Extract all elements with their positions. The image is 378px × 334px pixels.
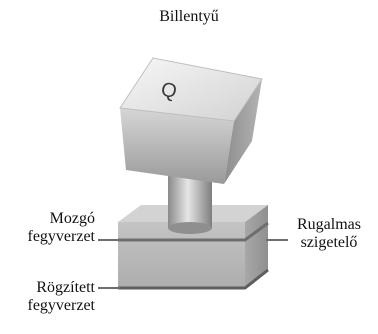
insulator-label-line1: Rugalmas — [297, 216, 361, 233]
insulator-label-line2: szigetelő — [300, 234, 358, 251]
moving-plate-label-line1: Mozgó — [49, 210, 95, 227]
moving-plate-line — [118, 221, 269, 242]
key-letter: Q — [159, 78, 179, 103]
keycap-front — [120, 108, 234, 184]
insulator-label: Rugalmas szigetelő — [284, 216, 374, 252]
fixed-plate-label: Rögzített fegyverzet — [0, 279, 95, 315]
stem-bottom — [168, 222, 212, 234]
keycap: Q — [119, 57, 263, 184]
keycap-side — [224, 79, 262, 184]
moving-plate-label: Mozgó fegyverzet — [0, 210, 95, 246]
fixed-plate-label-line2: fegyverzet — [27, 297, 95, 314]
moving-plate-label-line2: fegyverzet — [27, 228, 95, 245]
fixed-plate-label-line1: Rögzített — [36, 279, 95, 296]
key-label: Billentyű — [159, 8, 219, 25]
base-block — [118, 205, 269, 290]
keycap-top — [119, 57, 263, 122]
fixed-plate-line — [118, 268, 269, 290]
